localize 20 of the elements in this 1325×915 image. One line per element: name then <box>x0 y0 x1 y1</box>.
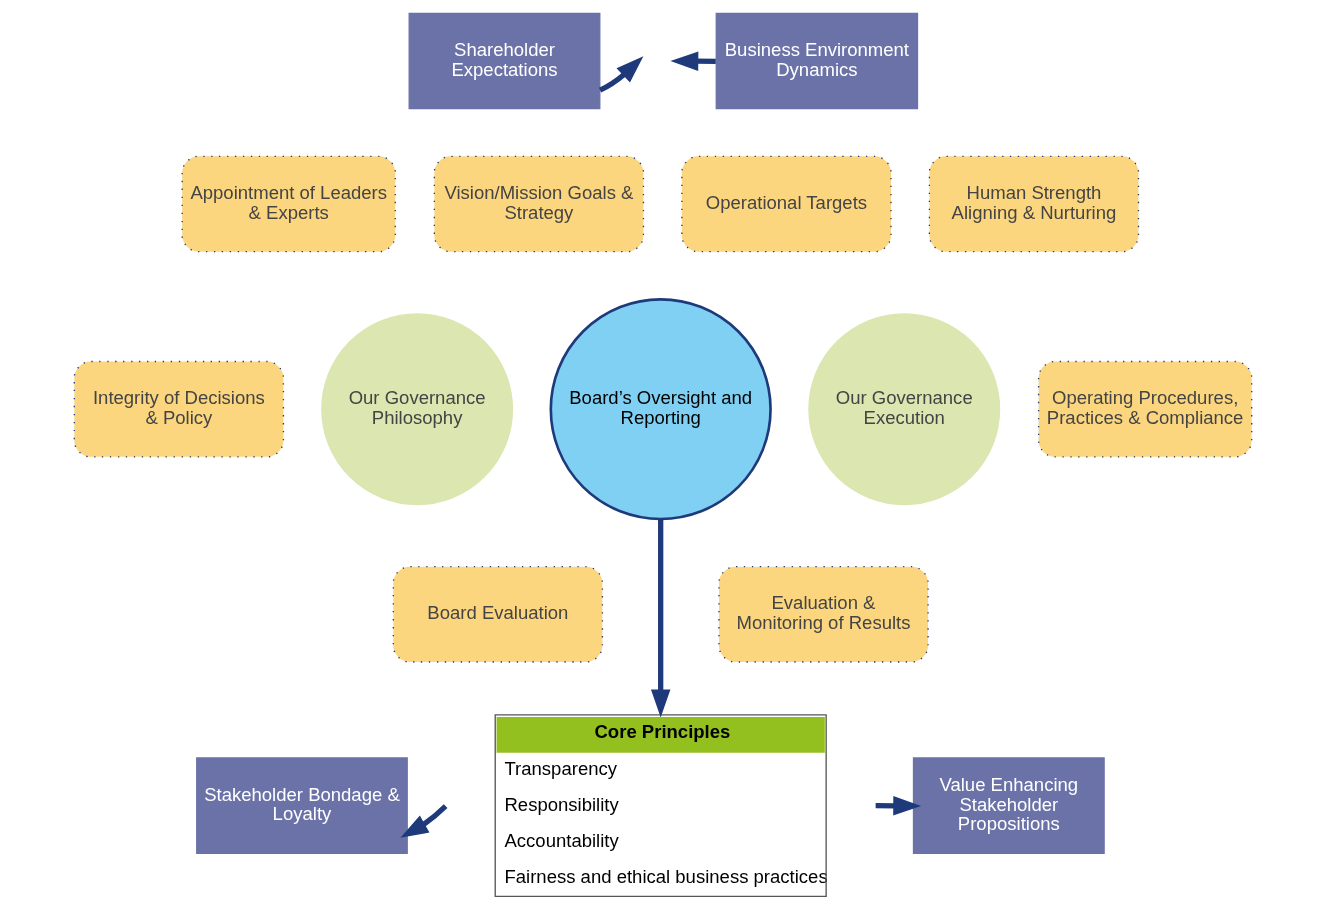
node-box: Human Strength Aligning & Nurturing <box>928 155 1139 253</box>
node-box: Board Evaluation <box>392 566 603 663</box>
arrow <box>650 519 670 718</box>
node-box: Integrity of Decisions & Policy <box>73 360 284 458</box>
node-box: Evaluation & Monitoring of Results <box>717 566 929 663</box>
node-box: Operational Targets <box>680 155 892 253</box>
arrow <box>399 804 447 838</box>
node-box: Vision/Mission Goals & Strategy <box>433 155 644 253</box>
node-box: Value Enhancing Stakeholder Propositions <box>912 757 1105 854</box>
node-circle: Board’s Oversight and Reporting <box>549 298 772 521</box>
arrow <box>669 51 716 71</box>
node-circle: Our Governance Execution <box>807 313 1000 506</box>
node-box: Stakeholder Bondage & Loyalty <box>195 757 408 854</box>
node-box: Operating Procedures, Practices & Compliance <box>1037 360 1252 458</box>
arrow <box>598 56 643 93</box>
node-box: Business Environment Dynamics <box>715 12 918 110</box>
arrow <box>875 796 921 816</box>
node-box: Shareholder Expectations <box>408 12 600 110</box>
node-circle: Our Governance Philosophy <box>320 313 513 506</box>
node-box: Appointment of Leaders & Experts <box>181 155 396 253</box>
